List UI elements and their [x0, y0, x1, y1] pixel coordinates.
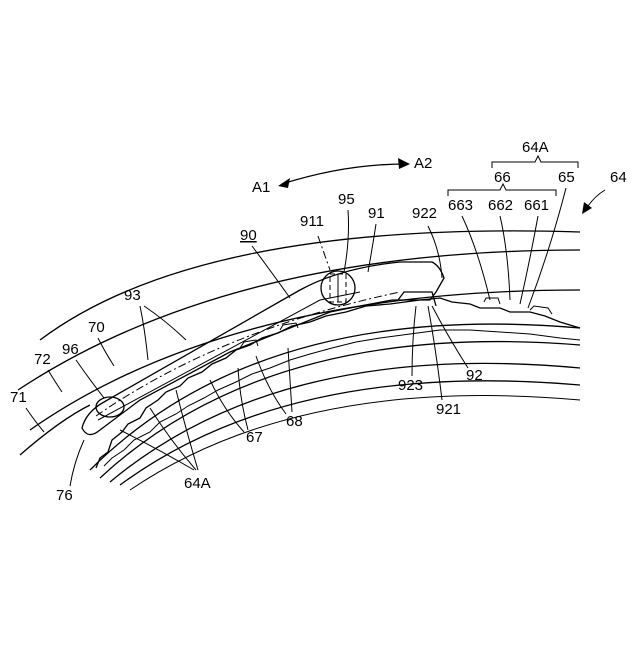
leader-64A-b1: [120, 430, 194, 470]
brace-66: [448, 184, 556, 196]
cam-teeth: [96, 298, 580, 468]
label-66: 66: [494, 169, 511, 186]
label-90: 90: [240, 227, 257, 244]
label-96: 96: [62, 341, 79, 358]
leader-68a: [256, 356, 286, 414]
label-A1: A1: [252, 179, 270, 196]
direction-arrow: A1 A2: [252, 155, 432, 196]
cam-tooth-profile: [96, 298, 580, 468]
label-76: 76: [56, 487, 73, 504]
label-65: 65: [558, 169, 575, 186]
cam-tooth-inner: [104, 330, 580, 466]
label-64A-bottom: 64A: [184, 475, 211, 492]
label-661: 661: [524, 197, 549, 214]
leader-923: [412, 306, 416, 376]
label-67: 67: [246, 429, 263, 446]
leader-64: [588, 190, 605, 206]
leader-71: [26, 408, 44, 432]
leader-76: [70, 440, 84, 486]
label-662: 662: [488, 197, 513, 214]
callout-group-upper: 922 95 91 911 90 93 70 72 96 71: [10, 191, 442, 432]
leader-90: [252, 246, 290, 298]
leader-70: [98, 338, 114, 366]
key-member-90: [82, 236, 444, 435]
label-A2: A2: [414, 155, 432, 172]
arrow-64: [582, 202, 592, 214]
label-68: 68: [286, 413, 303, 430]
label-64A-top: 64A: [522, 139, 549, 156]
arrow-head-left: [278, 178, 290, 188]
label-64: 64: [610, 169, 627, 186]
label-663: 663: [448, 197, 473, 214]
leader-72: [48, 370, 62, 392]
barrel-arc-1: [90, 324, 580, 470]
leader-64A-b3: [176, 390, 198, 470]
label-95: 95: [338, 191, 355, 208]
label-93: 93: [124, 287, 141, 304]
leader-92: [432, 306, 468, 368]
leader-95: [344, 210, 349, 272]
leader-663: [462, 216, 490, 300]
label-911: 911: [300, 213, 324, 230]
label-91: 91: [368, 205, 385, 222]
cam-bump-1: [484, 298, 500, 304]
ring-arc-2: [30, 290, 580, 430]
direction-arc: [282, 164, 405, 184]
barrel-arc-4: [120, 381, 580, 485]
inner-barrel: [90, 324, 580, 490]
label-92: 92: [466, 367, 483, 384]
label-923: 923: [398, 377, 423, 394]
arrow-head-right: [398, 158, 410, 169]
label-922: 922: [412, 205, 437, 222]
label-70: 70: [88, 319, 105, 336]
leader-68b: [288, 348, 292, 412]
brace-64A: [492, 156, 578, 168]
label-72: 72: [34, 351, 51, 368]
label-71: 71: [10, 389, 27, 406]
leader-93a: [140, 306, 148, 360]
callout-group-64A-66: 64A 66 65 663 662 661 64: [448, 139, 627, 308]
label-921: 921: [436, 401, 461, 418]
leader-662: [500, 216, 510, 300]
